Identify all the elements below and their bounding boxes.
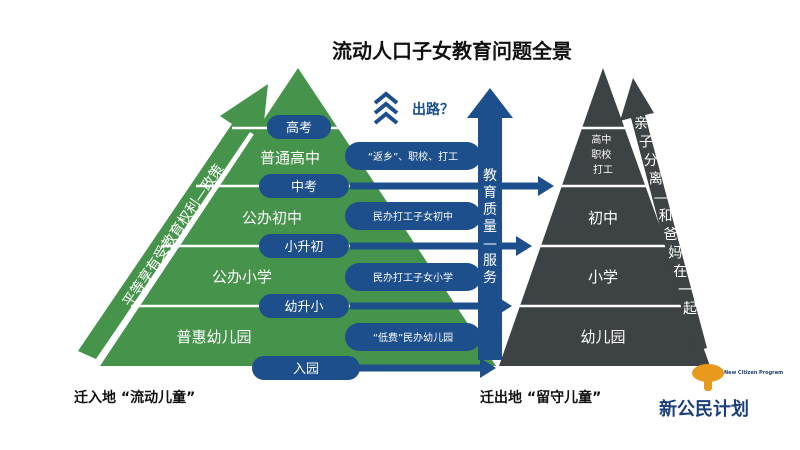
pill-gaokao-label: 高考 — [286, 120, 312, 136]
pill-ruyuan — [252, 356, 360, 380]
option-low-fee-kindergarten — [345, 323, 481, 351]
diagram-title: 流动人口子女教育问题全景 — [332, 39, 572, 63]
level-high-school: 普通高中 — [260, 149, 320, 167]
option-private-primary — [345, 263, 481, 291]
option-private-middle — [345, 202, 481, 230]
right-level-kindergarten: 幼儿园 — [580, 328, 625, 346]
pill-youshengxiao — [259, 294, 349, 318]
pill-xiaoshengchu-label: 小升初 — [284, 240, 323, 255]
option-private-middle-label: 民办打工子女初中 — [373, 210, 453, 223]
level-public-primary: 公办小学 — [212, 268, 272, 286]
pill-zhongkao-label: 中考 — [291, 180, 317, 195]
policy-arrow — [78, 84, 268, 359]
right-level-high: 高中 职校 打工 — [591, 133, 614, 176]
level-kindergarten: 普惠幼儿园 — [176, 328, 251, 346]
option-low-fee-kindergarten-label: “低费”民办幼儿园 — [373, 331, 453, 344]
option-return-home-label: “返乡”、职校、打工 — [368, 150, 458, 163]
family-arrow — [620, 78, 707, 352]
option-private-primary-label: 民办打工子女小学 — [373, 271, 453, 284]
right-level-primary: 小学 — [588, 268, 618, 286]
logo: New Citizen Program 新公民计划 — [659, 364, 783, 420]
transition-pills: 高考 中考 小升初 幼升小 入园 — [252, 115, 360, 380]
chevron-up-icon — [373, 91, 399, 125]
logo-text: 新公民计划 — [659, 398, 749, 420]
right-caption: 迁出地 “留守儿童” — [480, 389, 601, 406]
option-return-home — [345, 142, 481, 170]
quality-arrow-label: 教育质量—服务 — [483, 168, 497, 286]
pill-xiaoshengchu — [259, 234, 349, 258]
mushroom-icon — [692, 364, 724, 391]
exit-question: 出路？ — [412, 101, 454, 118]
family-arrow-label: 亲子分离—和爸妈在一起 — [634, 116, 697, 317]
logo-small-text: New Citizen Program — [724, 370, 783, 376]
level-public-middle: 公办初中 — [242, 209, 302, 227]
left-caption: 迁入地 “流动儿童” — [74, 389, 195, 406]
pill-ruyuan-label: 入园 — [293, 362, 319, 377]
pill-zhongkao — [259, 174, 349, 198]
pill-gaokao — [267, 115, 331, 139]
migrant-options: “返乡”、职校、打工 民办打工子女初中 民办打工子女小学 “低费”民办幼儿园 — [345, 142, 481, 351]
right-level-middle: 初中 — [588, 209, 618, 227]
right-pyramid — [499, 68, 710, 366]
pill-youshengxiao-label: 幼升小 — [284, 300, 323, 315]
